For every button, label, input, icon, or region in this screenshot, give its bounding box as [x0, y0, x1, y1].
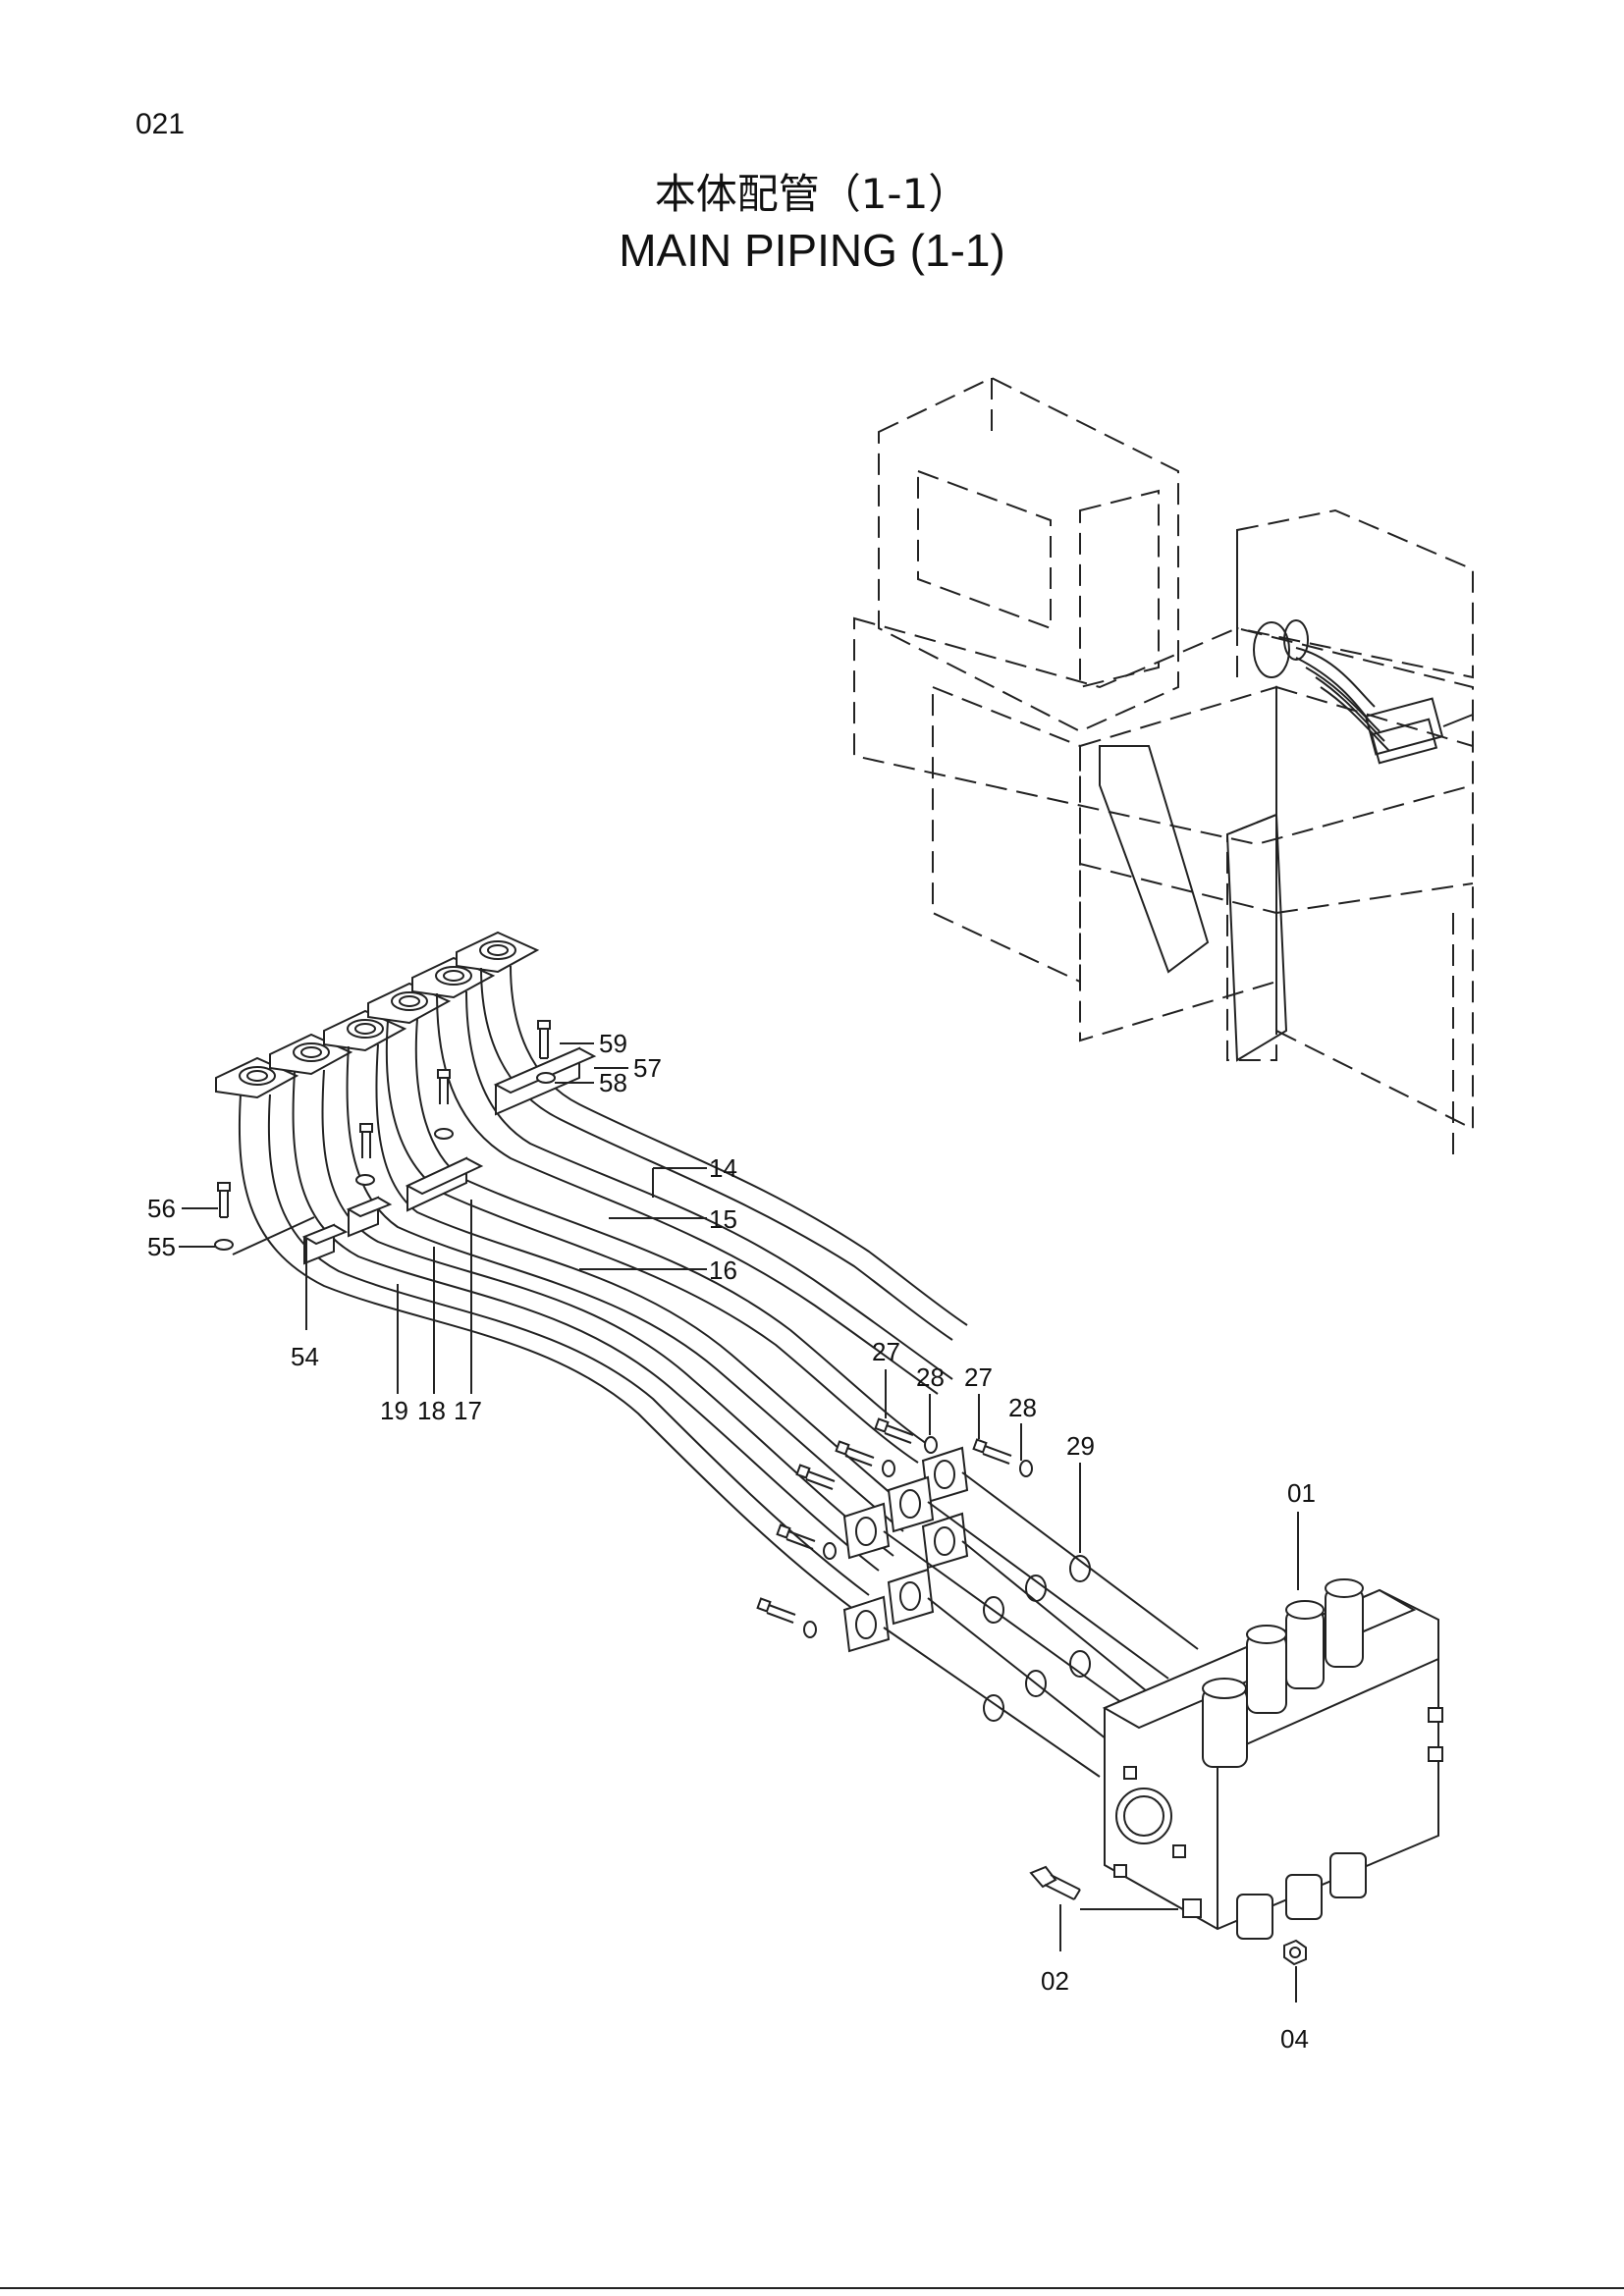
- title-japanese: 本体配管（1-1）: [654, 170, 970, 218]
- machine-outline: [853, 376, 1474, 1158]
- flange-6: [456, 931, 540, 974]
- end-flange-6: [842, 1595, 891, 1653]
- callout-55: 55: [147, 1232, 176, 1261]
- callout-28-b: 28: [1008, 1393, 1037, 1422]
- callout-27-b: 27: [964, 1362, 993, 1392]
- bolt-27-d: [795, 1464, 836, 1490]
- page-number: 021: [135, 108, 186, 140]
- bolt-b: [359, 1123, 373, 1158]
- clamp-mid: [405, 1156, 484, 1212]
- washer-55: [214, 1239, 234, 1251]
- bolt-27-e: [776, 1523, 816, 1550]
- callout-56: 56: [147, 1194, 176, 1223]
- hydraulic-pipes: [238, 965, 968, 1611]
- flange-3: [323, 1009, 407, 1052]
- washer-28-b: [1019, 1460, 1033, 1477]
- clamp-57: [493, 1046, 597, 1116]
- callout-02: 02: [1041, 1966, 1069, 1996]
- end-flange-1: [921, 1446, 969, 1504]
- callout-28-a: 28: [916, 1362, 945, 1392]
- page-title: 本体配管（1-1） MAIN PIPING (1-1): [0, 167, 1624, 279]
- machine-valve-detail: [1253, 619, 1474, 765]
- end-flange-5: [887, 1568, 935, 1626]
- machine-solid-details: [1099, 745, 1288, 1062]
- callout-54: 54: [291, 1342, 319, 1371]
- title-english: MAIN PIPING (1-1): [619, 225, 1005, 276]
- callout-15: 15: [709, 1204, 737, 1234]
- bolt-27-f: [756, 1597, 796, 1624]
- bolt-27-a: [874, 1417, 914, 1444]
- mounting-bolt-02: [1029, 1865, 1081, 1900]
- callout-29: 29: [1066, 1431, 1095, 1461]
- callout-57: 57: [633, 1053, 662, 1083]
- callout-04: 04: [1280, 2024, 1309, 2054]
- callout-01: 01: [1287, 1478, 1316, 1508]
- clamp-bolts: [214, 1020, 556, 1255]
- callout-18: 18: [417, 1396, 446, 1425]
- o-rings: [883, 1471, 1199, 1778]
- callout-27-a: 27: [872, 1337, 900, 1366]
- callout-19: 19: [380, 1396, 408, 1425]
- washer-58: [536, 1072, 556, 1084]
- footer-rule: [0, 2287, 1624, 2289]
- end-flange-3: [842, 1502, 891, 1560]
- mounting-nut-04: [1283, 1939, 1307, 1966]
- bolt-27-c: [835, 1440, 875, 1467]
- washer-28-a: [924, 1436, 938, 1454]
- bolt-c: [437, 1069, 451, 1104]
- callout-17: 17: [454, 1396, 482, 1425]
- end-flange-4: [921, 1512, 969, 1570]
- bolt-27-b: [972, 1438, 1012, 1465]
- callout-14: 14: [709, 1153, 737, 1183]
- pipe-flanges: [215, 931, 540, 1099]
- control-valve: [1102, 1578, 1443, 1940]
- pipe-clamps: [301, 1046, 597, 1265]
- callout-58: 58: [599, 1068, 627, 1097]
- clamp-54: [301, 1196, 393, 1265]
- callout-labels: 01 02 04 14 15 16 17 18 19 27 27 28 28 2…: [147, 1029, 1316, 2054]
- bolt-56: [217, 1182, 231, 1218]
- leader-lines: [179, 1042, 1299, 2002]
- bolt-59: [537, 1020, 551, 1059]
- callout-16: 16: [709, 1255, 737, 1285]
- flange-bolts: [756, 1417, 1033, 1638]
- end-flange-2: [887, 1475, 935, 1533]
- pipe-end-flanges: [842, 1446, 969, 1653]
- callout-59: 59: [599, 1029, 627, 1058]
